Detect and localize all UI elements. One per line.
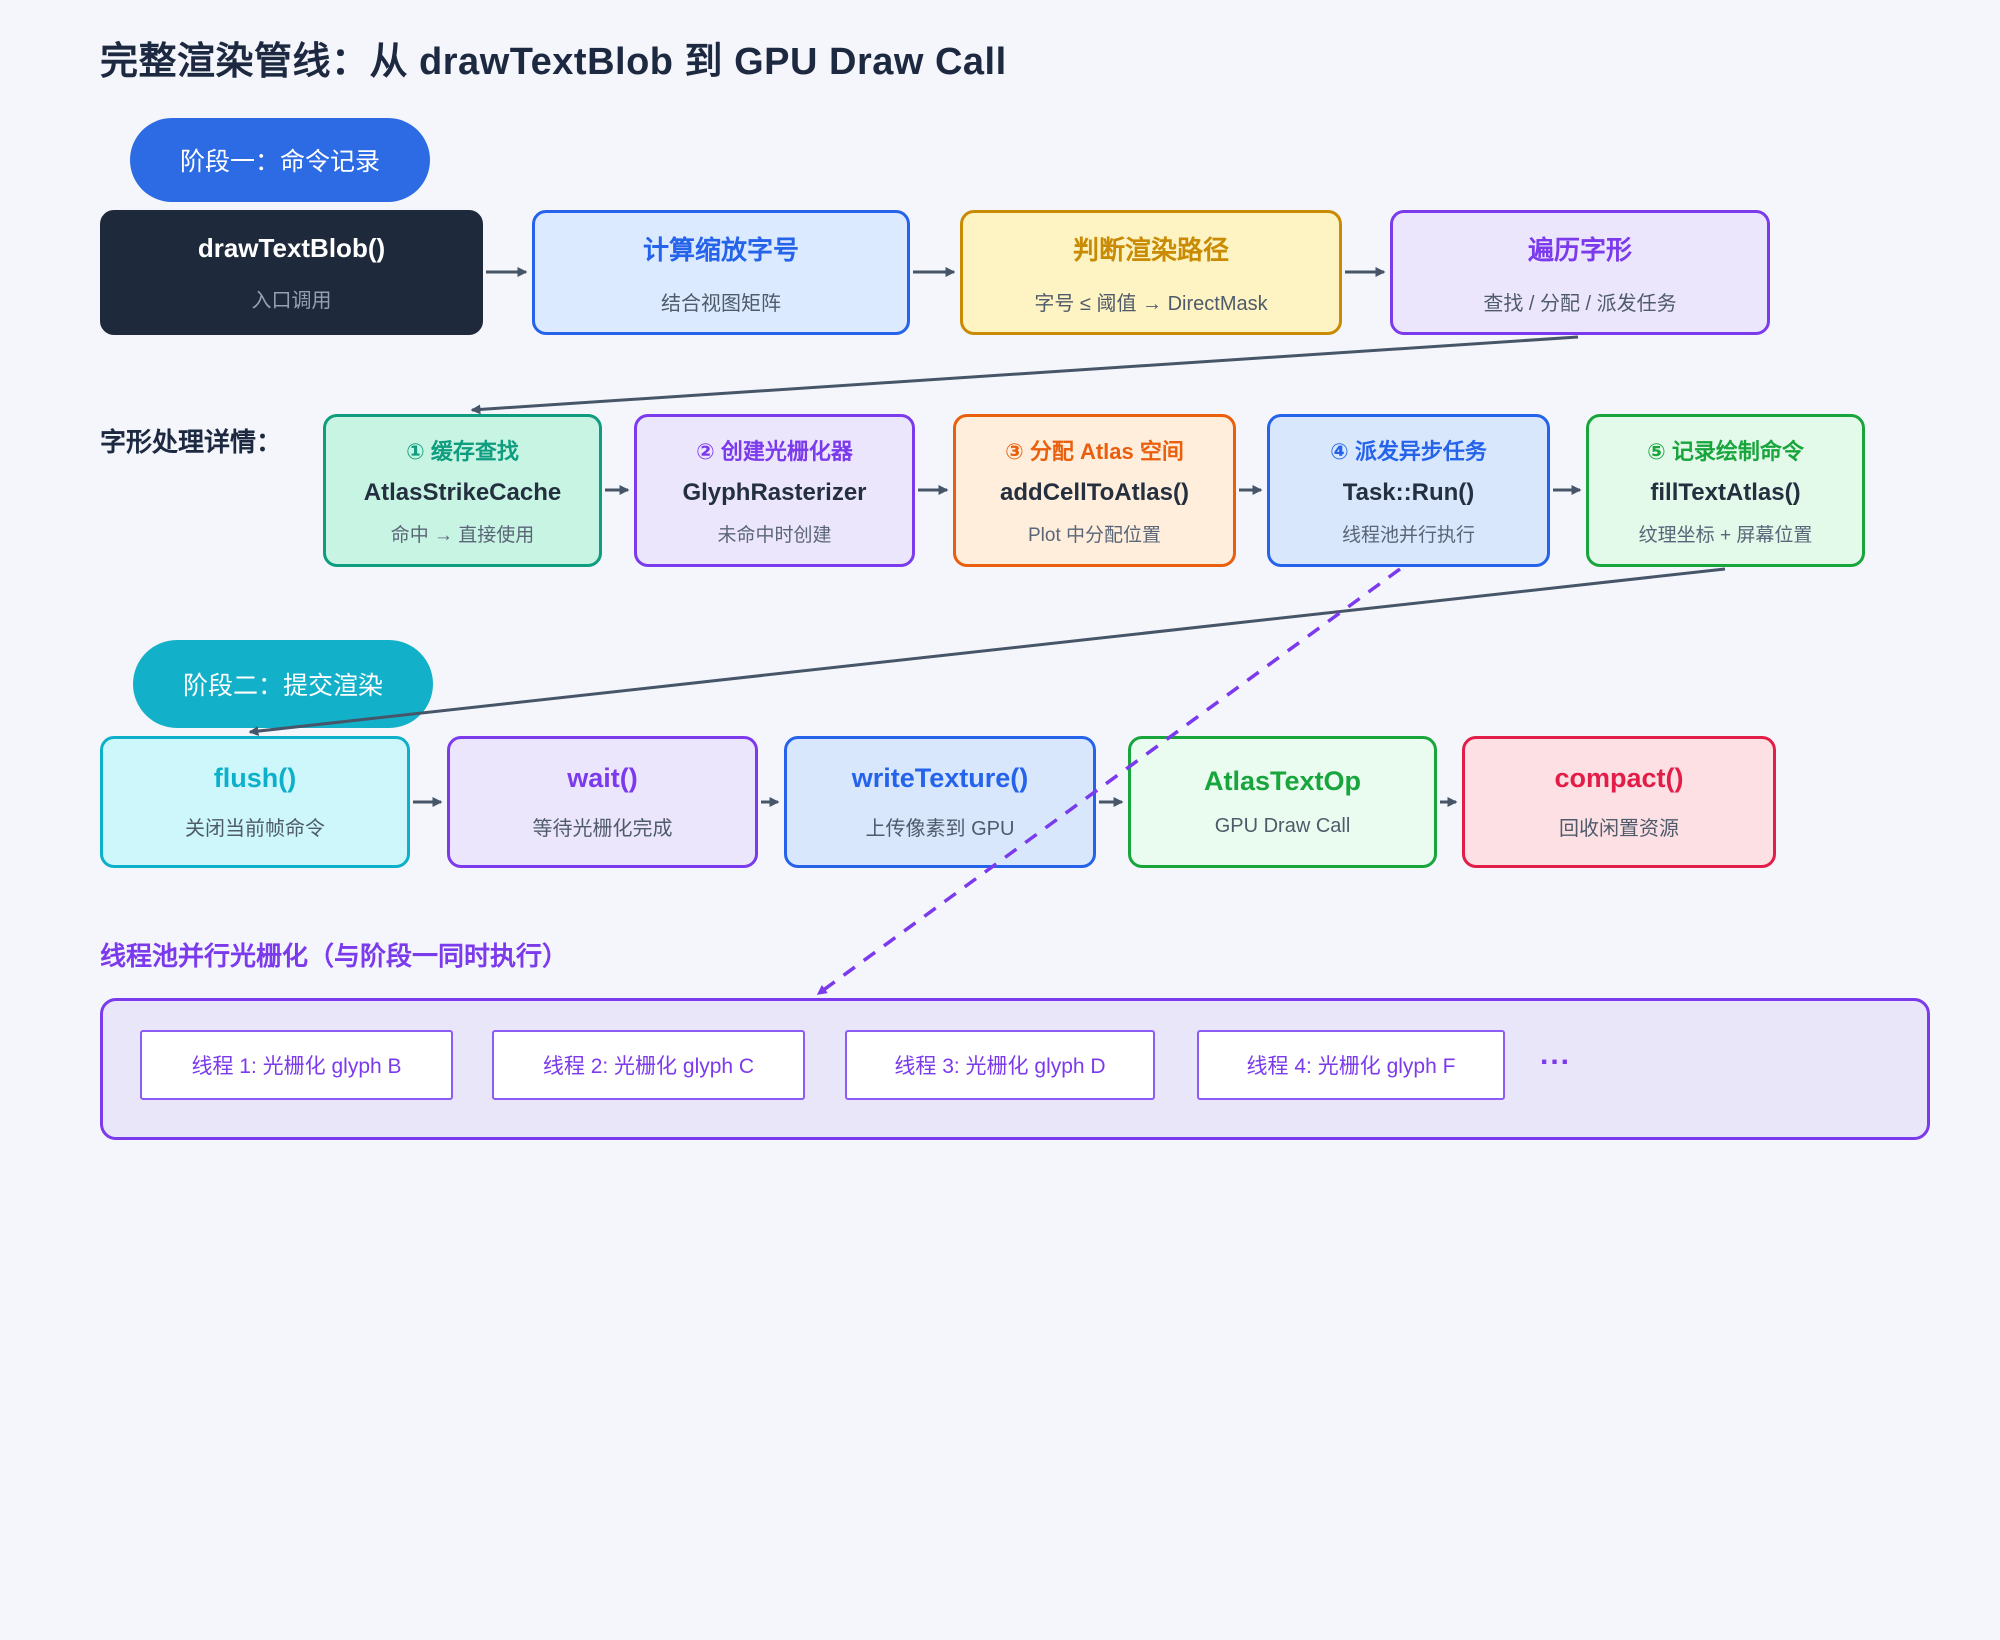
node-compute-font-size: 计算缩放字号 结合视图矩阵: [532, 210, 910, 335]
step-code: fillTextAtlas(): [1650, 479, 1801, 506]
node-title: compact(): [1554, 763, 1684, 793]
step-code: addCellToAtlas(): [1000, 479, 1189, 506]
step-code: GlyphRasterizer: [682, 479, 867, 506]
node-choose-render-path: 判断渲染路径 字号 ≤ 阈值 → DirectMask: [960, 210, 1342, 335]
more-threads-ellipsis: ...: [1540, 1038, 1572, 1071]
thread-4: 线程 4: 光栅化 glyph F: [1197, 1030, 1505, 1100]
step-note: Plot 中分配位置: [1027, 525, 1162, 546]
node-write-texture: writeTexture() 上传像素到 GPU: [784, 736, 1096, 868]
step-code: AtlasStrikeCache: [363, 479, 562, 506]
node-wait: wait() 等待光栅化完成: [447, 736, 758, 868]
stage2-badge: 阶段二：提交渲染: [133, 640, 433, 728]
node-atlas-text-op: AtlasTextOp GPU Draw Call: [1128, 736, 1437, 868]
node-title: wait(): [567, 763, 638, 793]
step-code: Task::Run(): [1342, 479, 1475, 506]
node-subtitle: 入口调用: [251, 289, 332, 312]
node-flush: flush() 关闭当前帧命令: [100, 736, 410, 868]
step-label: ③ 分配 Atlas 空间: [1005, 439, 1184, 464]
node-subtitle: 关闭当前帧命令: [185, 818, 325, 840]
step-create-rasterizer: ② 创建光栅化器 GlyphRasterizer 未命中时创建: [634, 414, 915, 567]
thread-1: 线程 1: 光栅化 glyph B: [140, 1030, 453, 1100]
node-title: writeTexture(): [851, 763, 1029, 793]
step-note: 线程池并行执行: [1341, 525, 1475, 546]
node-title: drawTextBlob(): [197, 232, 386, 263]
step-dispatch-async-task: ④ 派发异步任务 Task::Run() 线程池并行执行: [1267, 414, 1550, 567]
node-title: 遍历字形: [1527, 234, 1632, 265]
node-subtitle: 等待光栅化完成: [532, 818, 673, 840]
thread-pool-label: 线程池并行光栅化（与阶段一同时执行）: [100, 941, 569, 971]
step-label: ⑤ 记录绘制命令: [1647, 439, 1804, 464]
step-note: 未命中时创建: [717, 525, 832, 546]
thread-label: 线程 3: 光栅化 glyph D: [894, 1055, 1106, 1078]
node-iterate-glyphs: 遍历字形 查找 / 分配 / 派发任务: [1390, 210, 1770, 335]
step-cache-lookup: ① 缓存查找 AtlasStrikeCache 命中 → 直接使用: [323, 414, 602, 567]
node-title: 判断渲染路径: [1072, 234, 1229, 265]
node-draw-text-blob: drawTextBlob() 入口调用: [100, 210, 483, 335]
node-title: 计算缩放字号: [642, 234, 799, 265]
step-label: ④ 派发异步任务: [1330, 439, 1487, 464]
stage2-badge-label: 阶段二：提交渲染: [182, 672, 383, 700]
step-label: ① 缓存查找: [406, 439, 519, 464]
node-subtitle: GPU Draw Call: [1214, 815, 1351, 837]
thread-2: 线程 2: 光栅化 glyph C: [492, 1030, 805, 1100]
node-subtitle: 字号 ≤ 阈值 → DirectMask: [1034, 292, 1268, 315]
step-note: 命中 → 直接使用: [390, 525, 535, 546]
step-label: ② 创建光栅化器: [696, 439, 853, 464]
edge-iterate-to-cache-lookup: [470, 335, 1579, 415]
thread-label: 线程 1: 光栅化 glyph B: [191, 1055, 402, 1078]
node-title: flush(): [213, 763, 297, 793]
node-subtitle: 结合视图矩阵: [661, 292, 781, 315]
thread-label: 线程 2: 光栅化 glyph C: [542, 1055, 755, 1078]
node-subtitle: 查找 / 分配 / 派发任务: [1483, 292, 1677, 315]
step-note: 纹理坐标 + 屏幕位置: [1638, 525, 1813, 546]
node-subtitle: 回收闲置资源: [1559, 818, 1679, 840]
step-record-draw-command: ⑤ 记录绘制命令 fillTextAtlas() 纹理坐标 + 屏幕位置: [1586, 414, 1865, 567]
node-subtitle: 上传像素到 GPU: [865, 818, 1015, 840]
edge-record-to-flush: [248, 567, 1726, 737]
thread-3: 线程 3: 光栅化 glyph D: [845, 1030, 1155, 1100]
stage1-badge: 阶段一：命令记录: [130, 118, 430, 202]
step-alloc-atlas-space: ③ 分配 Atlas 空间 addCellToAtlas() Plot 中分配位…: [953, 414, 1236, 567]
glyph-detail-label: 字形处理详情：: [100, 427, 283, 457]
page-title: 完整渲染管线：从 drawTextBlob 到 GPU Draw Call: [100, 41, 1007, 83]
stage1-badge-label: 阶段一：命令记录: [179, 148, 380, 176]
node-compact: compact() 回收闲置资源: [1462, 736, 1776, 868]
thread-label: 线程 4: 光栅化 glyph F: [1246, 1055, 1456, 1078]
node-title: AtlasTextOp: [1203, 766, 1362, 796]
